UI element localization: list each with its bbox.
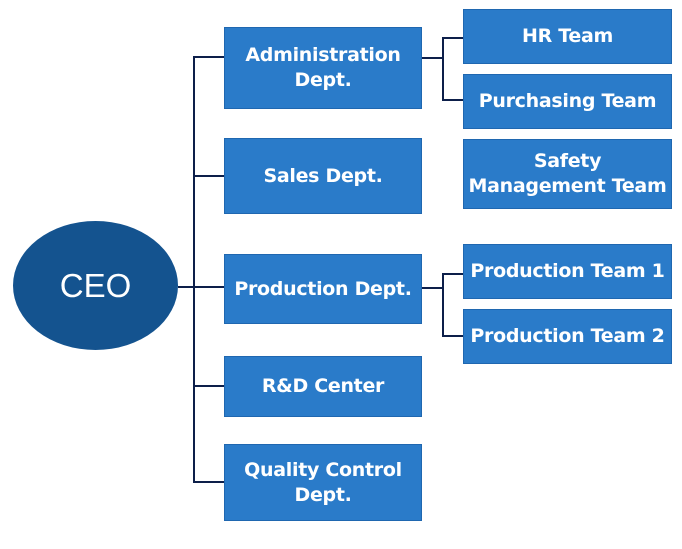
connector-production-team-2 [442,335,463,337]
connector-production [193,286,224,288]
connector-production-to-teams [421,287,444,289]
connector-rnd [193,385,224,387]
ceo-to-trunk-connector [178,286,195,288]
dept-sales: Sales Dept. [224,138,422,214]
team-hr-label: HR Team [522,25,613,47]
connector-purchasing-team [442,99,463,101]
team-hr: HR Team [463,9,672,64]
ceo-label: CEO [59,266,132,304]
dept-quality-control: Quality Control Dept. [224,444,422,521]
team-production-2: Production Team 2 [463,309,672,364]
team-purchasing-label: Purchasing Team [478,90,657,112]
dept-rnd-center: R&D Center [224,356,422,417]
department-trunk-line [193,56,195,483]
dept-administration-label: Administration Dept. [245,44,401,91]
production-team-branch-line [442,273,444,337]
dept-quality-label: Quality Control Dept. [244,458,402,506]
team-production-1-label: Production Team 1 [470,260,665,282]
team-purchasing: Purchasing Team [463,74,672,129]
connector-production-team-1 [442,273,463,275]
dept-production: Production Dept. [224,254,422,324]
team-production-2-label: Production Team 2 [470,325,665,347]
team-production-1: Production Team 1 [463,244,672,299]
connector-sales [193,175,224,177]
ceo-node: CEO [13,221,178,350]
team-safety-label: Safety Management Team [468,150,667,197]
connector-hr-team [442,37,463,39]
connector-admin [193,56,224,58]
team-safety-management: Safety Management Team [463,139,672,209]
admin-team-branch-line [442,37,444,101]
connector-admin-to-teams [421,57,444,59]
dept-production-label: Production Dept. [234,277,412,300]
connector-quality [193,481,224,483]
dept-sales-label: Sales Dept. [263,164,383,187]
dept-rnd-label: R&D Center [261,375,385,397]
dept-administration: Administration Dept. [224,27,422,109]
